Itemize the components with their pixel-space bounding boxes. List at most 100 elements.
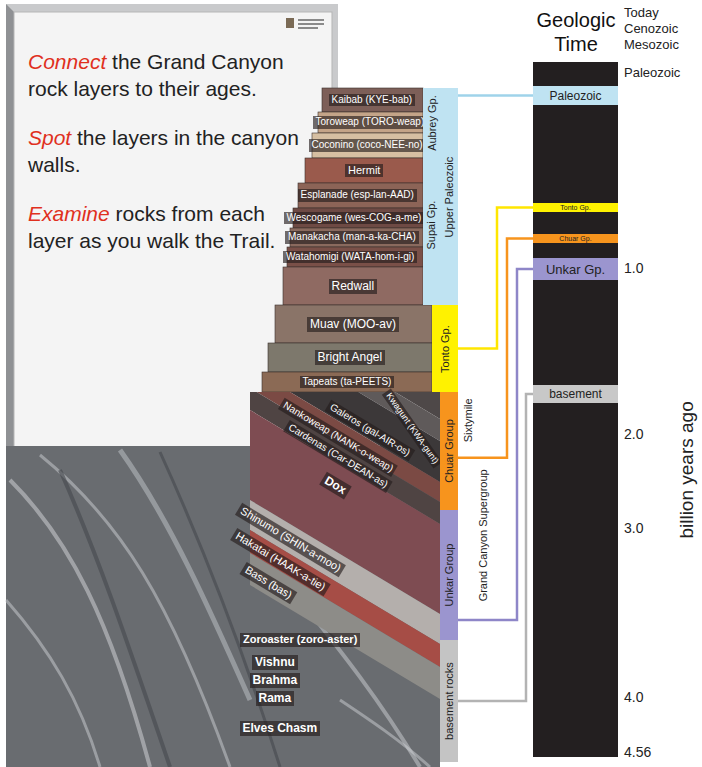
group-bar: Tonto Gp. [432,305,458,392]
node-label: Bright Angel [318,350,383,365]
time-band: basement [533,385,618,403]
node-label: Chuar Gp. [559,235,591,242]
time-band: Chuar Gp. [533,234,618,243]
node-label: Hermit [348,164,380,178]
layer-tag: Dox [319,471,351,499]
node-label: Dox [321,473,348,498]
sign-fine-print [298,27,318,29]
time-band: Tonto Gp. [533,203,618,212]
sign-text: Connect the Grand Canyon rock layers to … [28,48,300,102]
rock-layer [262,372,432,392]
granite-streak [6,600,100,767]
scale-label: Mesozoic [624,38,679,53]
scale-label: Paleozoic [624,66,680,81]
scale-label: 1.0 [624,260,643,276]
rock-layer [283,267,423,305]
granite-streak [10,480,150,767]
sign-text: Spot the layers in the canyon walls. [28,124,300,178]
action-word: Connect [28,50,106,73]
node-label: Manakacha (man-a-ka-CHA) [288,231,416,244]
rock-layer [322,88,423,112]
node-label: Elves Chasm [243,721,318,736]
rock-layer [305,158,423,183]
node-label: Rama [259,691,292,706]
scale-label: 2.0 [624,426,643,442]
layer-tag: Bright Angel [315,350,386,365]
node-label: Unkar Gp. [546,263,605,276]
sign-edge [6,4,14,472]
layer-tag: Hermit [345,164,383,178]
node-label: Watahomigi (WATA-hom-i-gi) [286,251,414,264]
scale-label: Today [624,6,659,21]
time-bar [533,62,618,757]
connector-line [458,394,533,701]
tilted-layer [250,553,440,699]
group-bar-ground [423,88,458,305]
layer-tag: Kwagunt (KWA-gunt) [382,388,443,468]
node-label: basement [549,388,602,400]
sign-text: Examine rocks from each layer as you wal… [28,200,300,254]
node-label: Unkar Group [443,544,455,607]
node-label: Supai Gp. [425,201,437,250]
group-bar: Chuar Group [440,392,458,510]
layer-tag: Vishnu [252,655,298,670]
tilted-layers [250,392,440,699]
sign-fine-print [298,23,324,25]
action-word: Examine [28,202,110,225]
scale-label: 4.0 [624,689,643,705]
layer-tag: Kaibab (KYE-bab) [329,94,416,107]
node-label: Paleozoic [549,90,601,102]
granite-streak [60,470,170,767]
layer-tag: Watahomigi (WATA-hom-i-gi) [283,251,417,264]
layer-tag: Tapeats (ta-PEETS) [300,376,395,389]
scale-label: 4.56 [624,744,651,760]
vertical-label: Sixtymile [462,396,475,444]
rock-layer [275,305,432,343]
sign-fine-print [298,19,324,21]
node-label: Tonto Gp. [560,204,590,211]
rock-layer [312,133,423,158]
node-label: Redwall [332,279,375,294]
scale-label: 3.0 [624,520,643,536]
action-word: Spot [28,126,71,149]
granite-streak [40,455,230,767]
layer-tag: Brahma [250,673,301,688]
layer-tag: Zoroaster (zoro-aster) [240,633,360,647]
connector-line [458,239,533,458]
node-label: Brahma [253,673,298,688]
group-bar: Supai Gp. [423,183,440,267]
connector-line [458,269,533,620]
vertical-label: Grand Canyon Supergroup [477,467,490,603]
layer-tag: Esplanade (esp-lan-AAD) [298,189,417,202]
layer-tag: Muav (MOO-av) [307,317,399,332]
group-bar: Aubrey Gp. [423,88,440,158]
sign-logo [286,18,294,28]
group-bar: Upper Paleozoic [441,88,458,305]
layer-tag: Manakacha (man-a-ka-CHA) [285,231,419,244]
node-label: Tonto Gp. [439,325,451,373]
layer-tag: Redwall [329,279,378,294]
node-label: Zoroaster (zoro-aster) [243,633,357,647]
group-bar: basement rocks [440,640,458,762]
node-label: Tapeats (ta-PEETS) [303,376,392,389]
chart-title: Geologic Time [530,8,622,56]
scale-label: Cenozoic [624,22,678,37]
vertical-label: billion years ago [675,401,697,538]
node-label: Kaibab (KYE-bab) [332,94,413,107]
time-band: Unkar Gp. [533,258,618,280]
layer-tag: Rama [256,691,295,706]
node-label: Vishnu [255,655,295,670]
layer-tag: Elves Chasm [240,721,321,736]
connector-line [458,208,533,349]
group-bar: Unkar Group [440,510,458,640]
connector-line [458,94,533,97]
node-label: Coconino (coco-NEE-no) [312,139,423,152]
granite-streak [340,700,430,767]
time-band: Paleozoic [533,86,618,105]
layer-tag: Coconino (coco-NEE-no) [309,139,426,152]
node-label: Esplanade (esp-lan-AAD) [301,189,414,202]
rock-layer [298,183,423,208]
layer-tag: Wescogame (wes-COG-a-me) [284,212,425,225]
